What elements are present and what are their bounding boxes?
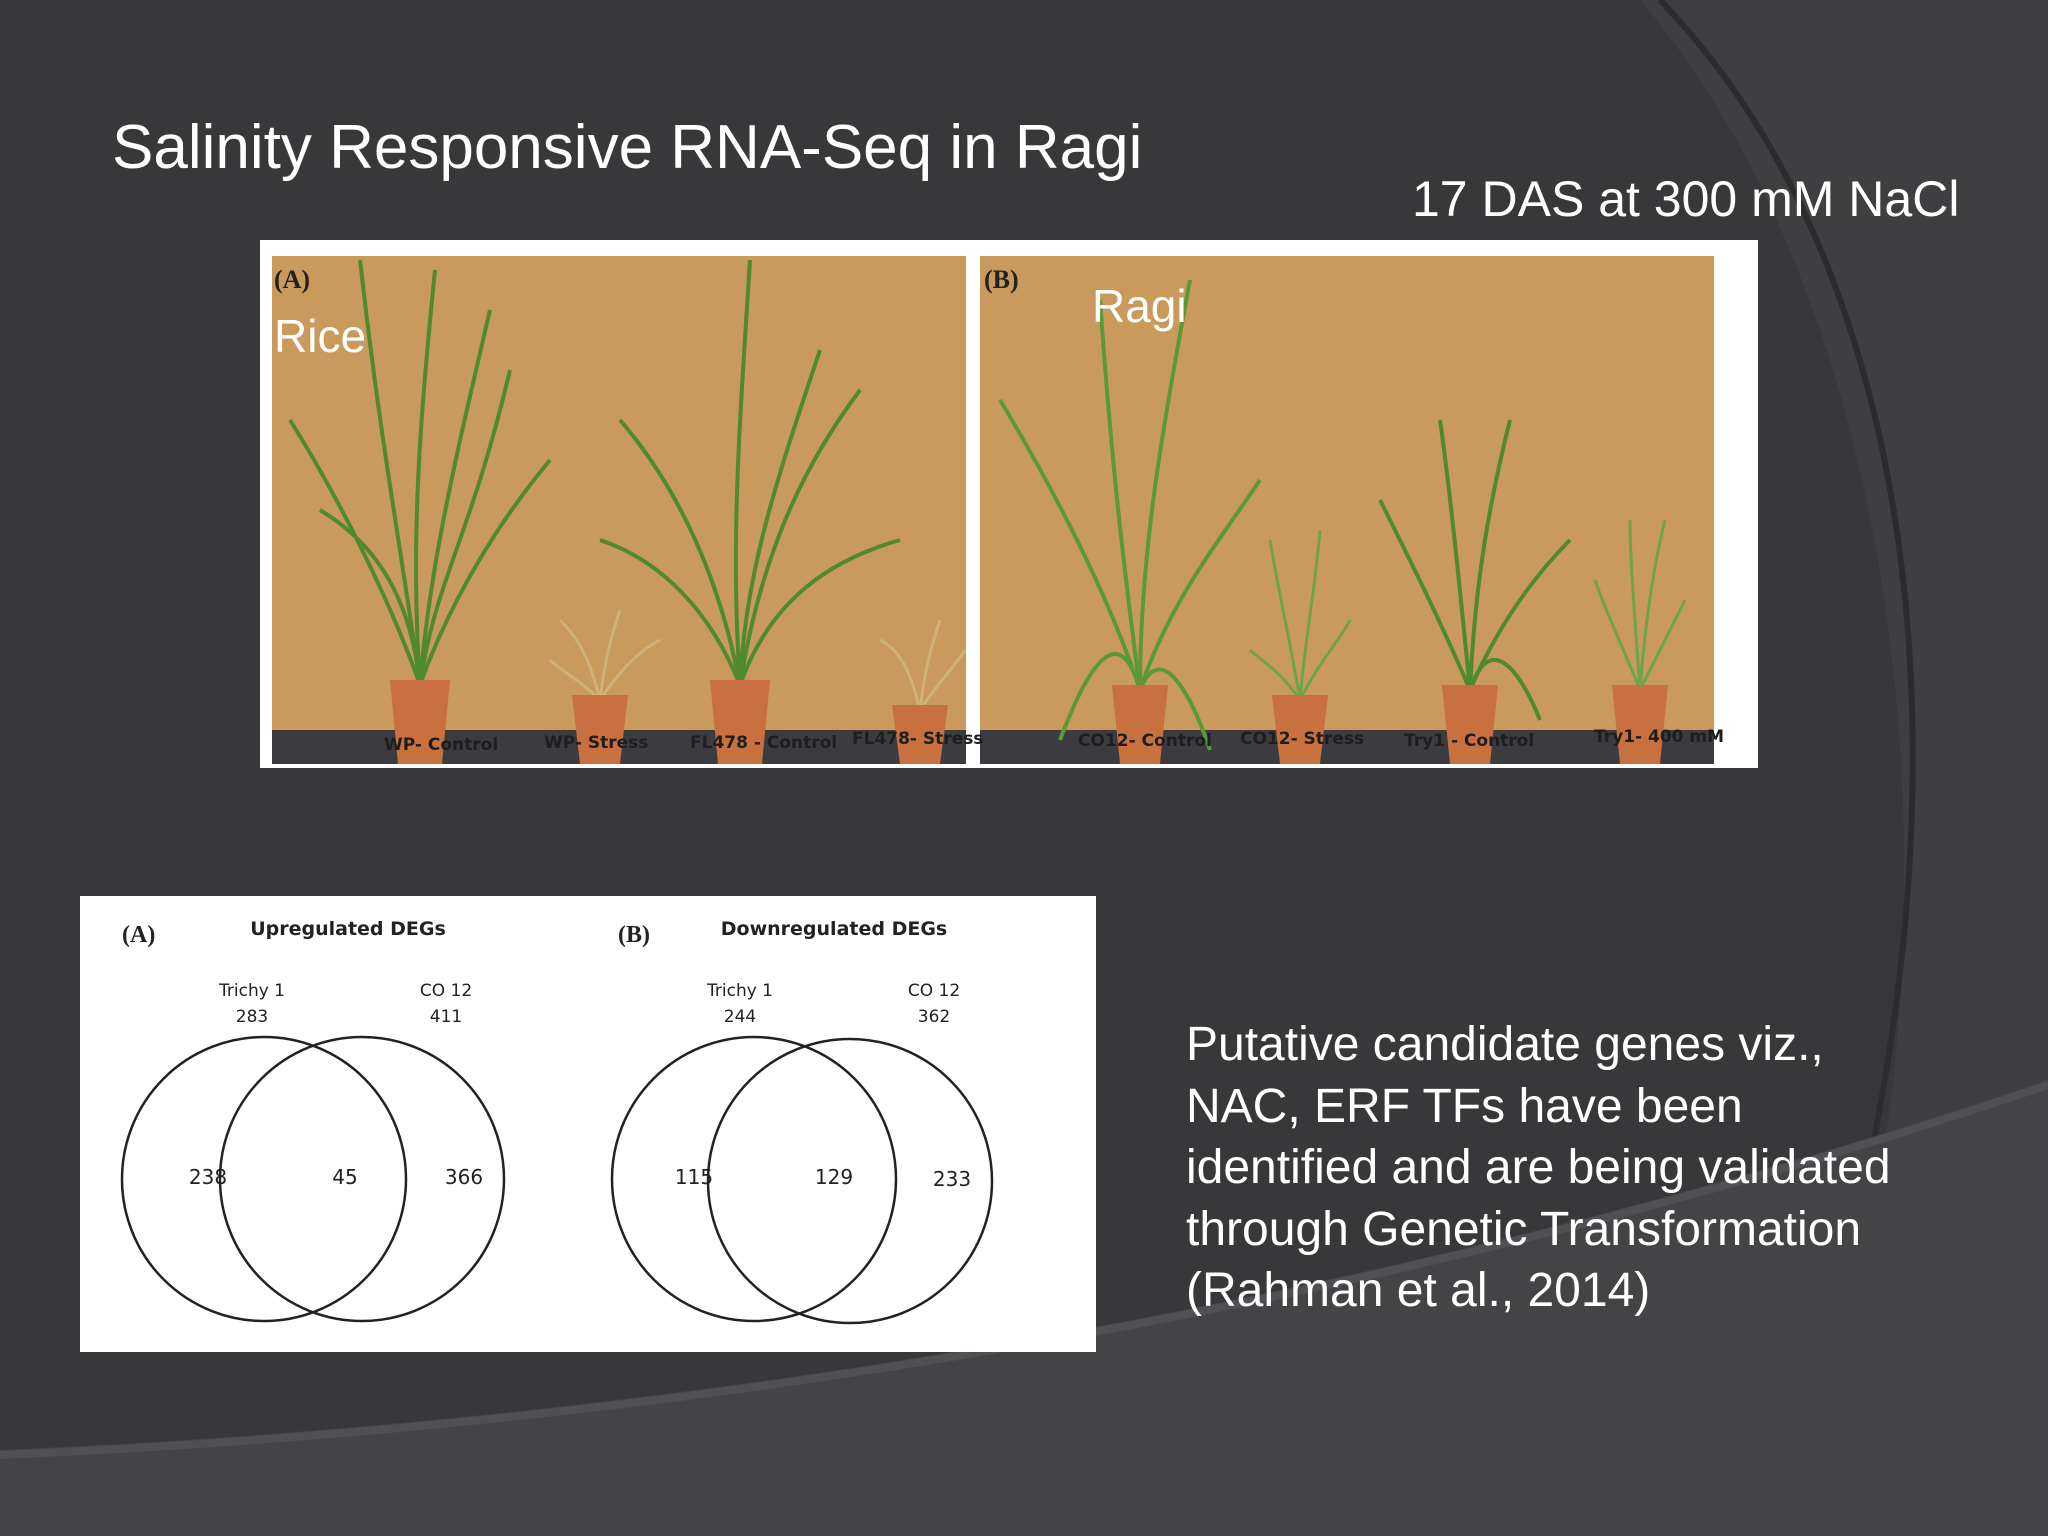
body-line: through Genetic Transformation — [1186, 1202, 1862, 1256]
venn-a-left-only: 238 — [189, 1165, 227, 1189]
venn-b-left-only: 115 — [675, 1165, 713, 1189]
panel-b-backdrop — [980, 256, 1714, 764]
venn-b-right-only: 233 — [933, 1167, 971, 1191]
ragi-plant-try1-400mm — [1593, 519, 1687, 691]
panel-a-tag: (A) — [274, 265, 310, 294]
plant-photo: (A) (B) Rice Ragi WP- Control WP- Stress… — [272, 256, 1724, 764]
venn-b-left-name: Trichy 1 — [706, 981, 773, 1001]
pot-label: Try1- 400 mM — [1594, 727, 1724, 747]
pot-label: WP- Stress — [544, 733, 648, 753]
rice-plant-fl478-stress — [879, 619, 967, 711]
rice-plant-wp-control — [288, 259, 552, 686]
body-line: (Rahman et al., 2014) — [1186, 1264, 1651, 1317]
venn-b-left-total: 244 — [724, 1007, 756, 1027]
venn-diagrams: (A) Upregulated DEGs Trichy 1 283 CO 12 … — [120, 918, 994, 1325]
rice-plant-wp-stress — [548, 609, 661, 702]
venn-b-right-total: 362 — [918, 1007, 950, 1027]
pot-label: FL478- Stress — [852, 729, 983, 749]
venn-b-title: Downregulated DEGs — [721, 918, 947, 940]
venn-b-tag: (B) — [618, 922, 650, 948]
body-line: NAC, ERF TFs have been — [1186, 1079, 1743, 1133]
pot-label: WP- Control — [384, 735, 498, 755]
venn-downregulated: (B) Downregulated DEGs Trichy 1 244 CO 1… — [610, 918, 994, 1325]
venn-b-right-name: CO 12 — [908, 981, 960, 1001]
body-line: Putative candidate genes viz., — [1186, 1018, 1824, 1071]
venn-b-left-circle — [610, 1035, 898, 1323]
pot-wp-stress — [572, 695, 628, 764]
venn-a-left-circle — [120, 1035, 408, 1323]
venn-a-right-circle — [218, 1035, 506, 1323]
panel-a-backdrop — [272, 256, 966, 764]
venn-a-overlap: 45 — [332, 1165, 357, 1189]
pot-co12-stress — [1272, 695, 1328, 764]
venn-a-tag: (A) — [122, 922, 155, 948]
slide-subtitle: 17 DAS at 300 mM NaCl — [1412, 171, 1960, 227]
venn-a-right-total: 411 — [430, 1007, 462, 1027]
venn-figure: (A) Upregulated DEGs Trichy 1 283 CO 12 … — [80, 896, 1096, 1352]
venn-a-right-name: CO 12 — [420, 981, 472, 1001]
pot-fl478-control — [710, 680, 770, 764]
slide-title: Salinity Responsive RNA-Seq in Ragi — [112, 113, 1143, 182]
pot-label: Try1 - Control — [1404, 731, 1534, 751]
panel-b-crop-label: Ragi — [1092, 280, 1187, 332]
panel-b-tag: (B) — [984, 265, 1019, 294]
venn-a-title: Upregulated DEGs — [250, 918, 446, 940]
pot-co12-control — [1112, 685, 1168, 764]
venn-a-left-total: 283 — [236, 1007, 268, 1027]
venn-b-overlap: 129 — [815, 1165, 853, 1189]
panel-a-crop-label: Rice — [274, 310, 366, 362]
venn-upregulated: (A) Upregulated DEGs Trichy 1 283 CO 12 … — [120, 918, 506, 1323]
pot-fl478-stress — [892, 705, 948, 764]
rice-plant-fl478-control — [599, 259, 901, 686]
pot-label: CO12- Control — [1078, 731, 1212, 751]
plant-photo-figure: (A) (B) Rice Ragi WP- Control WP- Stress… — [260, 240, 1758, 768]
pot-label: FL478 - Control — [690, 733, 837, 753]
ragi-plant-co12-control — [998, 279, 1262, 751]
pot-try1-control — [1442, 685, 1498, 764]
pot-label: CO12- Stress — [1240, 729, 1364, 749]
pot-wp-control — [390, 680, 450, 764]
ragi-plant-try1-control — [1378, 419, 1572, 721]
pot-try1-400mm — [1612, 685, 1668, 764]
venn-b-right-circle — [706, 1037, 994, 1325]
body-line: identified and are being validated — [1186, 1141, 1891, 1194]
venn-a-right-only: 366 — [445, 1165, 483, 1189]
ragi-plant-co12-stress — [1248, 529, 1352, 701]
venn-a-left-name: Trichy 1 — [218, 981, 285, 1001]
slide-body-text: Putative candidate genes viz., NAC, ERF … — [1186, 1014, 2026, 1322]
